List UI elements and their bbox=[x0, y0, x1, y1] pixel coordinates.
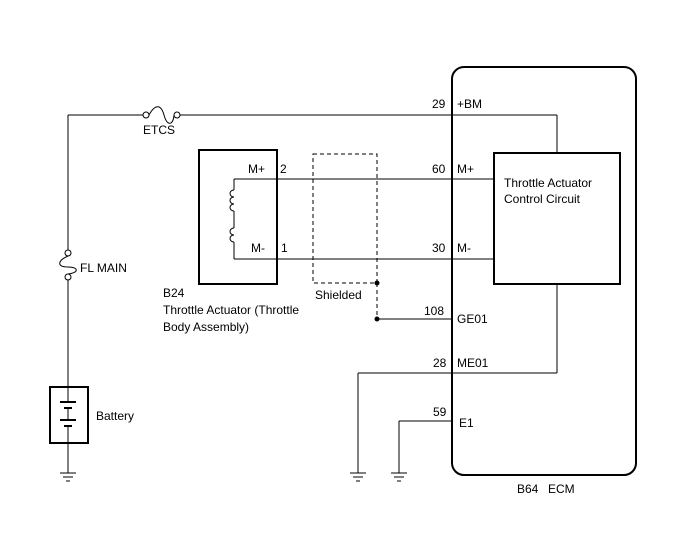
actuator-pin-m-plus-label: M+ bbox=[248, 162, 265, 176]
ecm-pin-me01-label: ME01 bbox=[457, 356, 489, 370]
actuator-code: B24 bbox=[163, 286, 185, 300]
etcs-fuse-label: ETCS bbox=[143, 123, 175, 137]
shield-label: Shielded bbox=[315, 288, 362, 302]
battery-icon bbox=[60, 387, 76, 443]
e1-ground-icon bbox=[391, 472, 407, 482]
ecm-name: ECM bbox=[548, 482, 575, 496]
actuator-pin-m-minus-number: 1 bbox=[281, 241, 288, 255]
actuator-pin-m-plus-number: 2 bbox=[280, 162, 287, 176]
control-circuit-label-line1: Throttle Actuator bbox=[504, 176, 592, 190]
battery-label: Battery bbox=[96, 409, 134, 423]
actuator-name-line1: Throttle Actuator (Throttle bbox=[163, 303, 299, 317]
ecm-pin-ge01-number: 108 bbox=[424, 304, 444, 318]
ecm-pin-m-plus-number: 60 bbox=[432, 162, 446, 176]
ecm-pin-m-minus-number: 30 bbox=[432, 241, 446, 255]
control-circuit-label-line2: Control Circuit bbox=[504, 192, 581, 206]
shield-junction-top bbox=[374, 280, 380, 286]
ecm-code: B64 bbox=[517, 482, 539, 496]
battery-ground-icon bbox=[60, 472, 76, 482]
fl-main-fuse-label: FL MAIN bbox=[80, 261, 127, 275]
control-circuit-box bbox=[493, 152, 621, 285]
ecm-pin-m-plus-label: M+ bbox=[457, 162, 474, 176]
shield-box bbox=[312, 153, 378, 284]
ecm-pin-me01-number: 28 bbox=[433, 356, 447, 370]
actuator-pin-m-minus-label: M- bbox=[251, 241, 265, 255]
ecm-pin-bm-number: 29 bbox=[432, 97, 446, 111]
etcs-fuse-icon bbox=[142, 106, 181, 124]
ecm-pin-e1-label: E1 bbox=[459, 416, 474, 430]
ecm-pin-m-minus-label: M- bbox=[457, 241, 471, 255]
actuator-name-line2: Body Assembly) bbox=[163, 320, 249, 334]
ecm-pin-ge01-label: GE01 bbox=[457, 312, 488, 326]
motor-coil-upper-icon bbox=[229, 189, 235, 212]
ecm-pin-e1-number: 59 bbox=[433, 405, 447, 419]
ecm-pin-bm-label: +BM bbox=[457, 97, 482, 111]
battery-box bbox=[49, 386, 89, 444]
ecm-box bbox=[451, 66, 637, 476]
throttle-actuator-box bbox=[198, 149, 278, 285]
fl-main-fuse-icon bbox=[59, 249, 77, 281]
motor-coil-lower-icon bbox=[229, 227, 235, 243]
me01-ground-icon bbox=[350, 472, 366, 482]
